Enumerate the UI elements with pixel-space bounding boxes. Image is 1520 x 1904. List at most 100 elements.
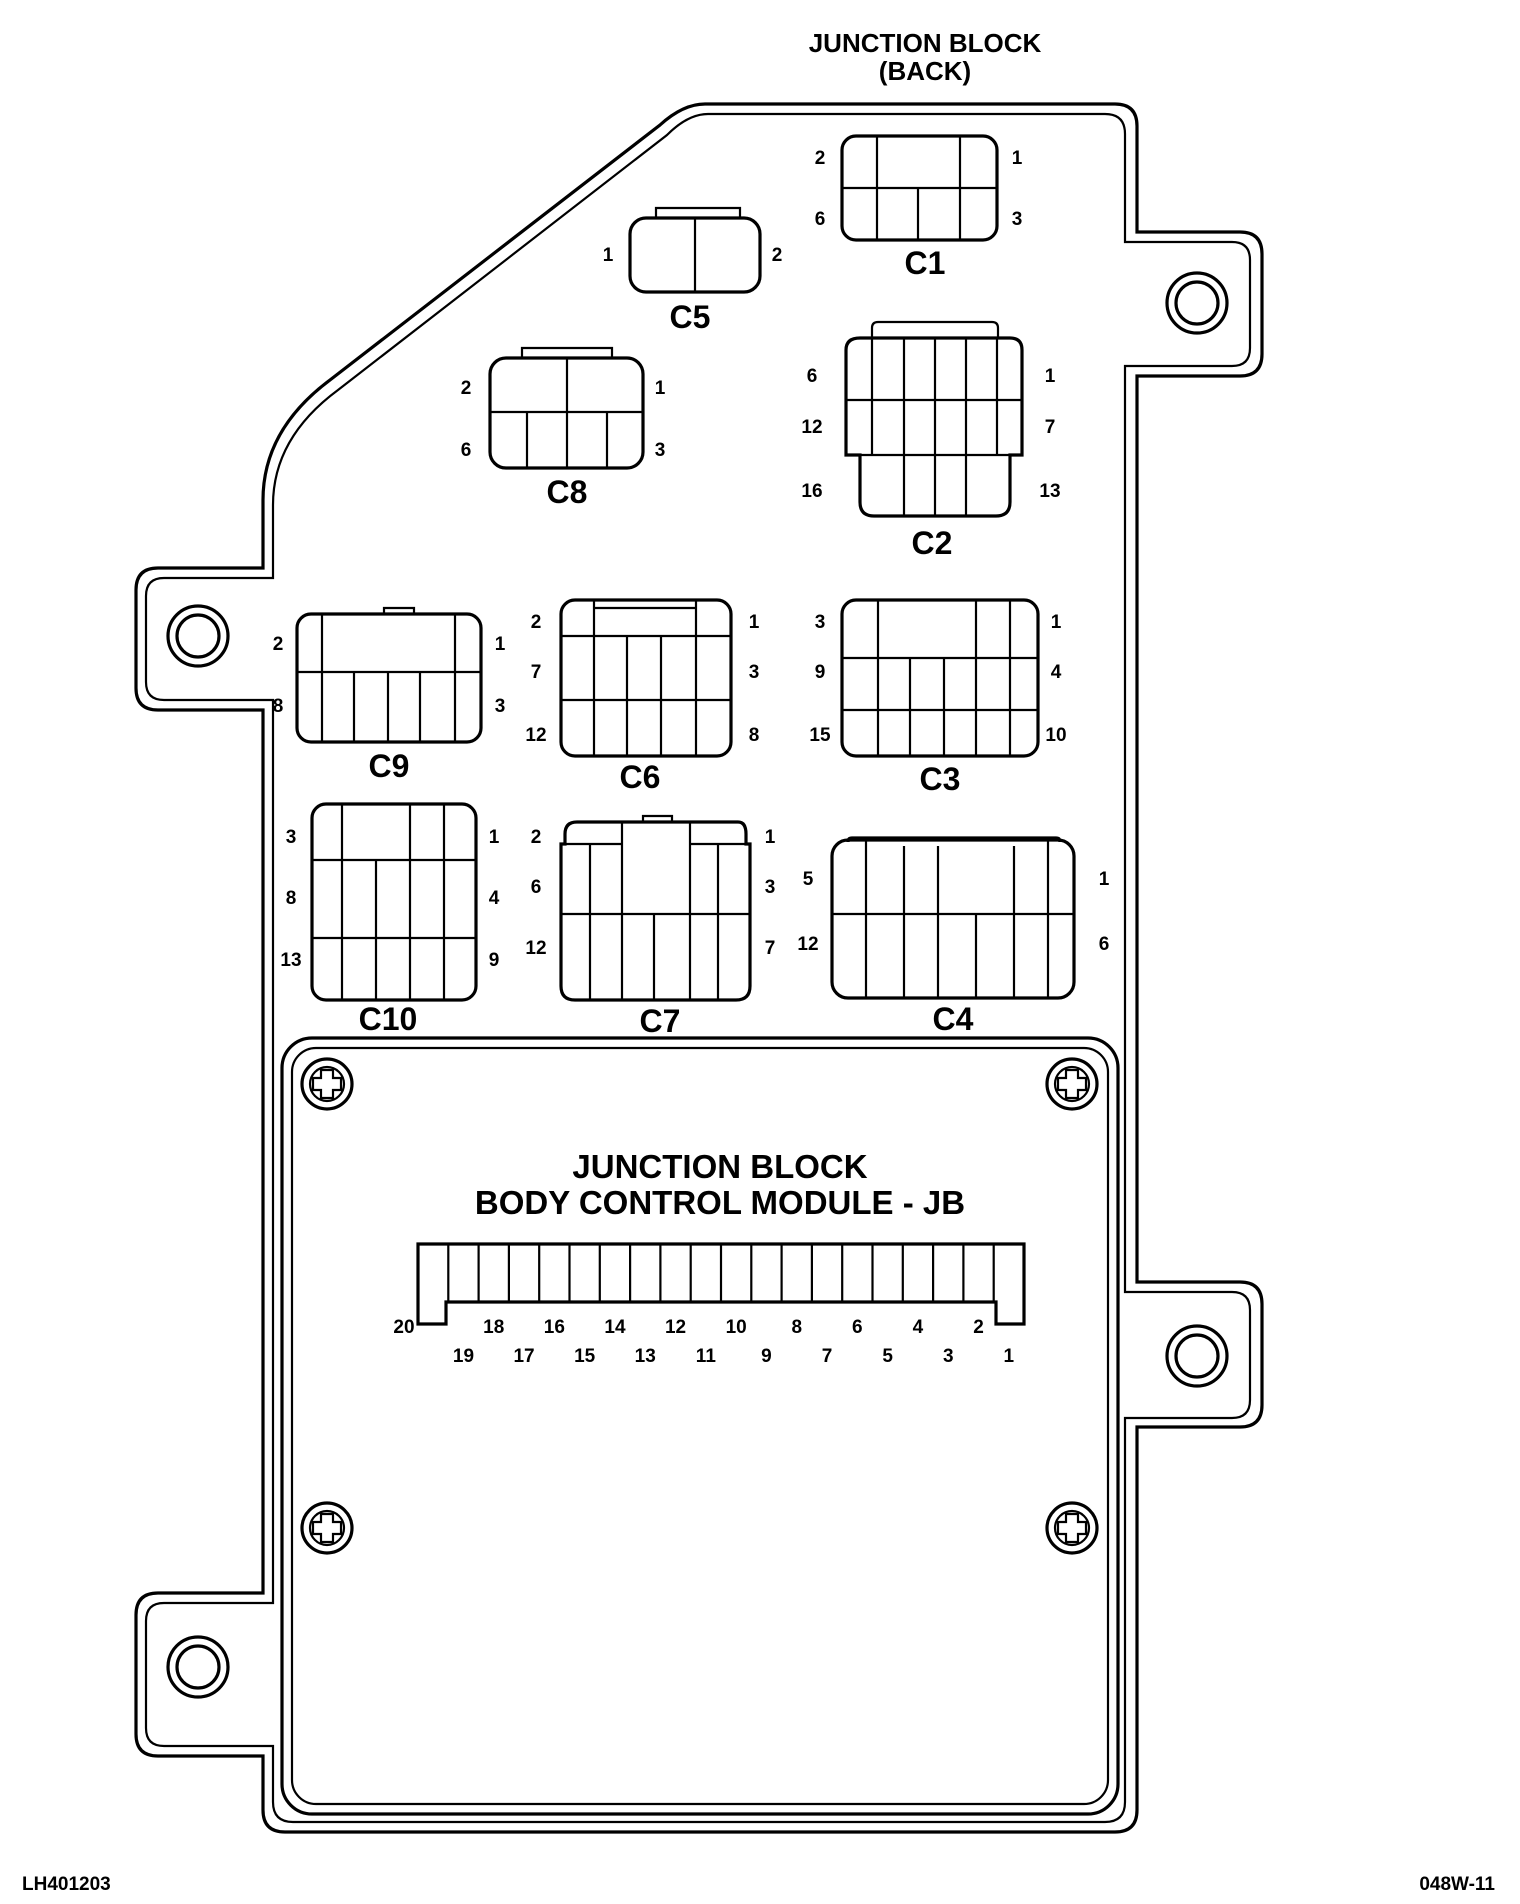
pin-label: 3 bbox=[286, 827, 297, 848]
pin-label: 1 bbox=[749, 612, 760, 633]
pin-label: 12 bbox=[525, 938, 546, 959]
connector-label: C5 bbox=[670, 299, 711, 335]
connector-label: C4 bbox=[933, 1001, 974, 1037]
screw-icon bbox=[1045, 1501, 1099, 1555]
connector-c4: 5 1 12 6 C4 bbox=[797, 836, 1110, 1037]
pin-label: 16 bbox=[544, 1317, 565, 1338]
pin-label: 1 bbox=[495, 634, 506, 655]
pin-label: 12 bbox=[525, 725, 546, 746]
pin-label: 19 bbox=[453, 1346, 474, 1367]
connector-c7: 2 1 6 3 12 7 C7 bbox=[525, 814, 776, 1039]
pin-label: 4 bbox=[489, 888, 500, 909]
pin-label: 20 bbox=[393, 1317, 414, 1338]
pin-label: 1 bbox=[655, 378, 666, 399]
header-title: JUNCTION BLOCK bbox=[809, 28, 1042, 58]
pin-label: 4 bbox=[1051, 662, 1062, 683]
pin-label: 3 bbox=[943, 1346, 954, 1367]
pin-label: 8 bbox=[273, 696, 284, 717]
pin-label: 15 bbox=[574, 1346, 596, 1367]
pin-label: 1 bbox=[765, 827, 776, 848]
screw-icon bbox=[1045, 1057, 1099, 1111]
connector-label: C9 bbox=[369, 748, 410, 784]
pin-label: 1 bbox=[1004, 1346, 1015, 1367]
pin-label: 2 bbox=[531, 612, 542, 633]
board-outline bbox=[134, 102, 1264, 1834]
mounting-hole-right-top bbox=[1165, 271, 1229, 335]
pin-label: 5 bbox=[882, 1346, 893, 1367]
pin-label: 3 bbox=[1012, 209, 1023, 230]
pin-label: 1 bbox=[1012, 148, 1023, 169]
pin-label: 2 bbox=[815, 148, 826, 169]
pin-label: 9 bbox=[489, 950, 500, 971]
board-inner-outline bbox=[144, 112, 1252, 1824]
connector-c8: 2 1 6 3 C8 bbox=[461, 346, 666, 510]
pin-label: 4 bbox=[913, 1317, 924, 1338]
pin-label: 2 bbox=[531, 827, 542, 848]
connector-c5: 1 2 C5 bbox=[603, 206, 783, 335]
pin-label: 3 bbox=[655, 440, 666, 461]
pin-label: 18 bbox=[483, 1317, 504, 1338]
header-subtitle: (BACK) bbox=[879, 56, 971, 86]
screw-icon bbox=[300, 1057, 354, 1111]
pin-label: 1 bbox=[1051, 612, 1062, 633]
pin-label: 3 bbox=[765, 877, 776, 898]
screw-icon bbox=[300, 1501, 354, 1555]
pin-label: 2 bbox=[772, 245, 783, 266]
connector-c3: 3 1 9 4 15 10 C3 bbox=[809, 598, 1067, 797]
connector-label: C2 bbox=[912, 525, 953, 561]
mounting-hole-left-top bbox=[166, 604, 230, 668]
module-connector: 20 18 16 14 12 10 8 6 4 2 19 17 15 13 11 9 7 5 3 1 bbox=[393, 1242, 1026, 1367]
pin-label: 6 bbox=[461, 440, 472, 461]
pin-label: 7 bbox=[1045, 417, 1056, 438]
connector-label: C3 bbox=[920, 761, 961, 797]
pin-label: 1 bbox=[1045, 366, 1056, 387]
pin-label: 6 bbox=[815, 209, 826, 230]
connector-c1: 2 1 6 3 C1 bbox=[815, 134, 1023, 281]
mounting-hole-left-bottom bbox=[166, 1635, 230, 1699]
pin-label: 6 bbox=[1099, 934, 1110, 955]
pin-label: 14 bbox=[604, 1317, 626, 1338]
pin-label: 10 bbox=[726, 1317, 747, 1338]
connector-label: C6 bbox=[620, 759, 661, 795]
pin-label: 3 bbox=[749, 662, 760, 683]
connector-c9: 2 1 8 3 C9 bbox=[273, 606, 506, 784]
pin-label: 8 bbox=[791, 1317, 802, 1338]
pin-label: 6 bbox=[852, 1317, 863, 1338]
pin-label: 6 bbox=[531, 877, 542, 898]
pin-label: 16 bbox=[801, 481, 822, 502]
pin-label: 7 bbox=[822, 1346, 833, 1367]
pin-label: 2 bbox=[273, 634, 284, 655]
pin-label: 12 bbox=[801, 417, 822, 438]
pin-label: 5 bbox=[803, 869, 814, 890]
drawing-id: LH401203 bbox=[22, 1874, 111, 1895]
pin-label: 13 bbox=[1039, 481, 1060, 502]
pin-label: 1 bbox=[489, 827, 500, 848]
pin-label: 3 bbox=[495, 696, 506, 717]
drawing-code: 048W-11 bbox=[1419, 1874, 1495, 1895]
module-subtitle: BODY CONTROL MODULE - JB bbox=[475, 1184, 965, 1221]
connector-label: C8 bbox=[547, 474, 588, 510]
pin-label: 13 bbox=[635, 1346, 656, 1367]
pin-label: 9 bbox=[815, 662, 826, 683]
pin-label: 9 bbox=[761, 1346, 772, 1367]
body-control-module: JUNCTION BLOCK BODY CONTROL MODULE - JB … bbox=[280, 1036, 1120, 1816]
connector-label: C1 bbox=[905, 245, 946, 281]
pin-label: 12 bbox=[797, 934, 818, 955]
pin-label: 11 bbox=[696, 1346, 717, 1367]
connector-label: C10 bbox=[359, 1001, 418, 1037]
pin-label: 6 bbox=[807, 366, 818, 387]
pin-label: 8 bbox=[749, 725, 760, 746]
mounting-hole-right-bottom bbox=[1165, 1324, 1229, 1388]
connector-c6: 2 1 7 3 12 8 C6 bbox=[525, 598, 760, 795]
pin-label: 2 bbox=[973, 1317, 984, 1338]
pin-label: 8 bbox=[286, 888, 297, 909]
pin-label: 17 bbox=[513, 1346, 534, 1367]
pin-label: 3 bbox=[815, 612, 826, 633]
module-title: JUNCTION BLOCK bbox=[572, 1148, 867, 1185]
connector-label: C7 bbox=[640, 1003, 681, 1039]
pin-label: 2 bbox=[461, 378, 472, 399]
pin-label: 12 bbox=[665, 1317, 686, 1338]
pin-label: 1 bbox=[1099, 869, 1110, 890]
connector-c10: 3 1 8 4 13 9 C10 bbox=[280, 802, 500, 1037]
